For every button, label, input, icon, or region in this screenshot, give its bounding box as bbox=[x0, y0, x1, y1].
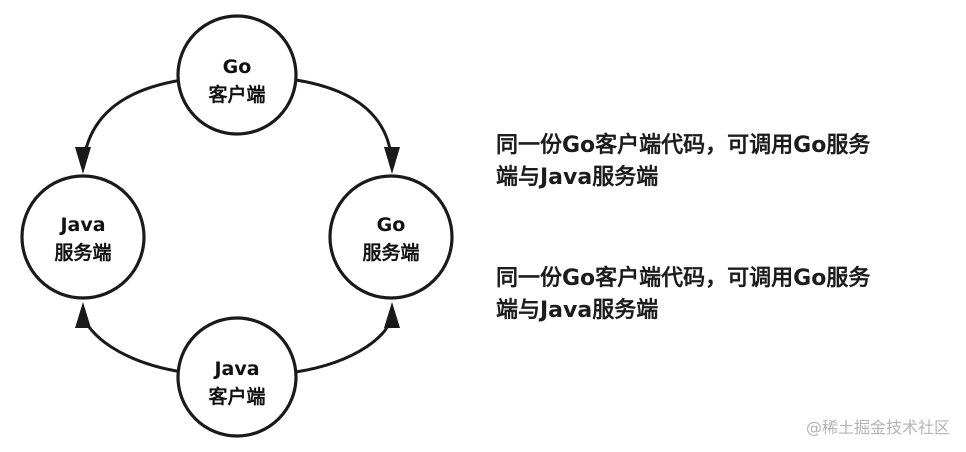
caption-go-client-note: 同一份Go客户端代码，可调用Go服务 端与Java服务端 bbox=[496, 133, 871, 190]
arrowhead-java-server-bottom bbox=[75, 302, 91, 328]
watermark: @稀土掘金技术社区 bbox=[805, 418, 950, 437]
edge-java-client-to-go-server bbox=[295, 314, 394, 374]
edge-go-client-to-java-server bbox=[81, 78, 183, 166]
node-go-server-line1: Go bbox=[377, 214, 406, 236]
node-java-server-line1: Java bbox=[58, 214, 105, 236]
node-java-server: Java 服务端 bbox=[20, 174, 146, 300]
node-go-server-line2: 服务端 bbox=[362, 241, 419, 264]
node-java-client-line2: 客户端 bbox=[208, 385, 265, 408]
caption-go-client-note-repeat: 同一份Go客户端代码，可调用Go服务 端与Java服务端 bbox=[496, 266, 871, 323]
node-go-client-line2: 客户端 bbox=[208, 83, 265, 106]
arrowhead-go-server-bottom bbox=[384, 302, 400, 328]
arrowhead-go-server-top bbox=[384, 147, 400, 174]
edge-go-client-to-go-server bbox=[295, 78, 394, 166]
node-go-client-line1: Go bbox=[223, 56, 252, 78]
edge-java-client-to-java-server bbox=[81, 314, 183, 374]
node-go-client: Go 客户端 bbox=[176, 14, 298, 136]
node-java-client: Java 客户端 bbox=[176, 316, 298, 438]
node-go-server: Go 服务端 bbox=[328, 174, 454, 300]
node-java-client-line1: Java bbox=[212, 358, 259, 380]
node-java-server-line2: 服务端 bbox=[54, 241, 111, 264]
arrowhead-java-server-top bbox=[75, 147, 91, 174]
